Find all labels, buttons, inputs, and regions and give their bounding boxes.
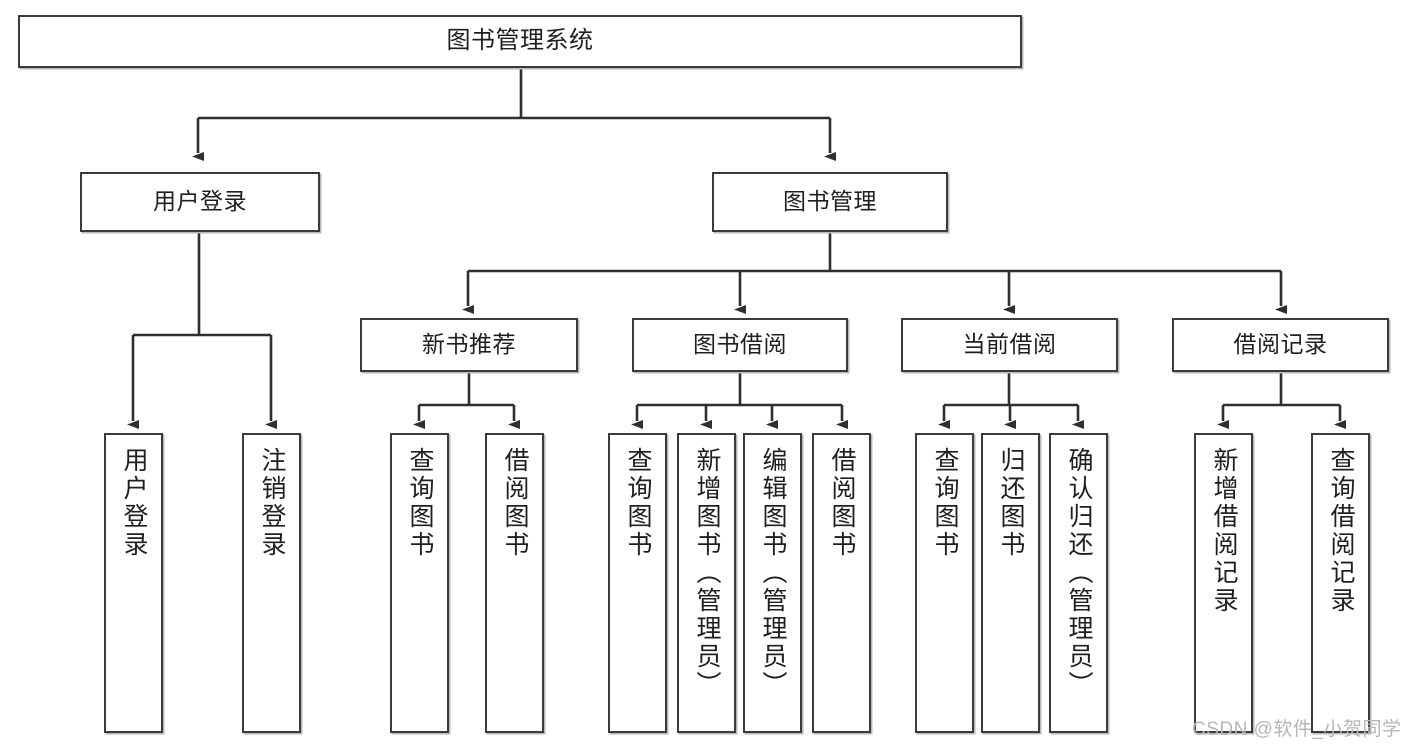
node-current-borrowing[interactable]: 当前借阅: [901, 318, 1118, 372]
node-label: 图书管理: [783, 188, 877, 215]
node-label: 借阅图书: [828, 447, 856, 559]
node-book-management[interactable]: 图书管理: [712, 172, 948, 232]
node-label: 注销登录: [258, 447, 286, 559]
node-label: 新书推荐: [422, 331, 516, 358]
node-label: 查询图书: [624, 447, 652, 559]
node-new-book-recommendation[interactable]: 新书推荐: [360, 318, 578, 372]
leaf-edit-book-admin[interactable]: 编辑图书（管理员）: [743, 433, 802, 733]
leaf-user-login[interactable]: 用户登录: [104, 433, 163, 733]
leaf-confirm-return-admin[interactable]: 确认归还（管理员）: [1049, 433, 1108, 733]
node-label: 当前借阅: [962, 331, 1057, 358]
leaf-query-book-current[interactable]: 查询图书: [915, 433, 974, 733]
node-label: 用户登录: [120, 447, 148, 559]
node-label: 编辑图书（管理员）: [759, 447, 787, 699]
node-label: 查询图书: [406, 447, 434, 559]
node-borrow-records[interactable]: 借阅记录: [1172, 318, 1389, 372]
node-label: 用户登录: [153, 188, 247, 215]
node-label: 确认归还（管理员）: [1065, 447, 1093, 699]
node-label: 借阅记录: [1233, 331, 1328, 358]
leaf-borrow-book-borrowing[interactable]: 借阅图书: [812, 433, 871, 733]
node-label: 图书借阅: [693, 331, 787, 358]
node-root-system[interactable]: 图书管理系统: [18, 15, 1022, 68]
node-label: 归还图书: [997, 447, 1025, 559]
node-label: 图书管理系统: [446, 27, 594, 55]
leaf-add-book-admin[interactable]: 新增图书（管理员）: [677, 433, 736, 733]
node-label: 查询借阅记录: [1327, 447, 1355, 615]
node-label: 新增图书（管理员）: [693, 447, 721, 699]
leaf-query-borrow-record[interactable]: 查询借阅记录: [1311, 433, 1370, 733]
leaf-add-borrow-record[interactable]: 新增借阅记录: [1194, 433, 1253, 733]
leaf-return-book[interactable]: 归还图书: [981, 433, 1040, 733]
node-label: 查询图书: [931, 447, 959, 559]
watermark: CSDN @软件_小贺同学: [1192, 719, 1402, 740]
leaf-borrow-book-recommendation[interactable]: 借阅图书: [485, 433, 544, 733]
node-user-login[interactable]: 用户登录: [80, 172, 320, 232]
node-label: 新增借阅记录: [1210, 447, 1238, 615]
node-label: 借阅图书: [501, 447, 529, 559]
leaf-query-book-recommendation[interactable]: 查询图书: [390, 433, 449, 733]
leaf-query-book-borrowing[interactable]: 查询图书: [608, 433, 667, 733]
node-book-borrowing[interactable]: 图书借阅: [632, 318, 848, 372]
leaf-logout[interactable]: 注销登录: [242, 433, 301, 733]
